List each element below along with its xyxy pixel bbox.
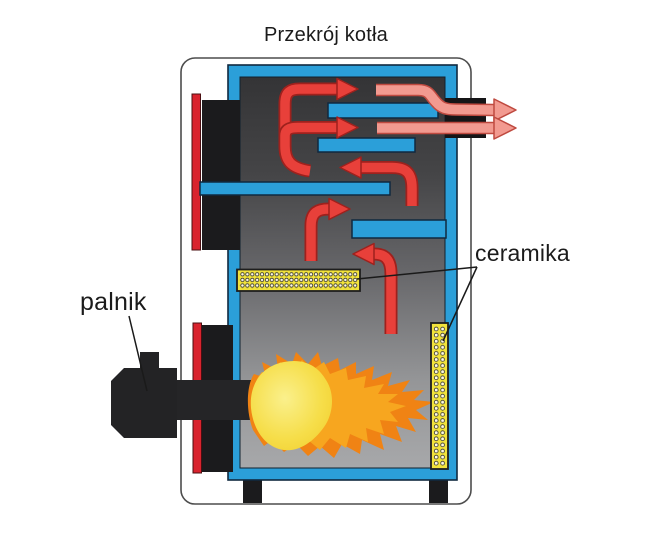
- flue-baffles: [199, 102, 447, 239]
- exit-arrow-upper: [376, 83, 517, 122]
- callout-lines: [128, 266, 478, 392]
- burner-body: [111, 368, 177, 438]
- arrow-up-right-mid: [304, 197, 351, 261]
- diagram-title: Przekrój kotła: [264, 24, 388, 46]
- left-leg: [243, 477, 262, 503]
- upper-cleanout-door: [202, 100, 240, 250]
- burner-tube: [172, 380, 253, 420]
- baffle-right: [351, 219, 447, 239]
- flame: [247, 352, 434, 458]
- exit-arrow-lower: [377, 116, 517, 140]
- hot-gas-arrows: [278, 77, 419, 334]
- ceramika-pointer-line-horizontal-plate: [356, 266, 478, 280]
- baffle-second: [317, 137, 416, 153]
- arrow-up-and-right-top: [278, 77, 359, 178]
- arrow-right-branch: [278, 116, 359, 139]
- baffle-top: [327, 102, 439, 119]
- arrow-left-over-left-baffle: [339, 156, 419, 206]
- burner-knob: [140, 352, 159, 369]
- burner: [111, 352, 177, 438]
- ceramic-plate-horizontal: [236, 268, 361, 292]
- arrow-up-left-under-right-baffle: [352, 242, 398, 334]
- ceramika-pointer-line-vertical-plate: [442, 266, 478, 342]
- flame-core: [250, 360, 332, 451]
- palnik-pointer-line: [128, 315, 148, 392]
- exit-gas-arrows: [376, 83, 517, 140]
- right-leg: [429, 477, 448, 503]
- burner-label: palnik: [80, 288, 147, 316]
- ceramics-label: ceramika: [475, 240, 570, 266]
- upper-door-strip: [191, 93, 201, 251]
- baffle-left: [199, 181, 391, 196]
- ceramic-plate-vertical: [430, 322, 449, 470]
